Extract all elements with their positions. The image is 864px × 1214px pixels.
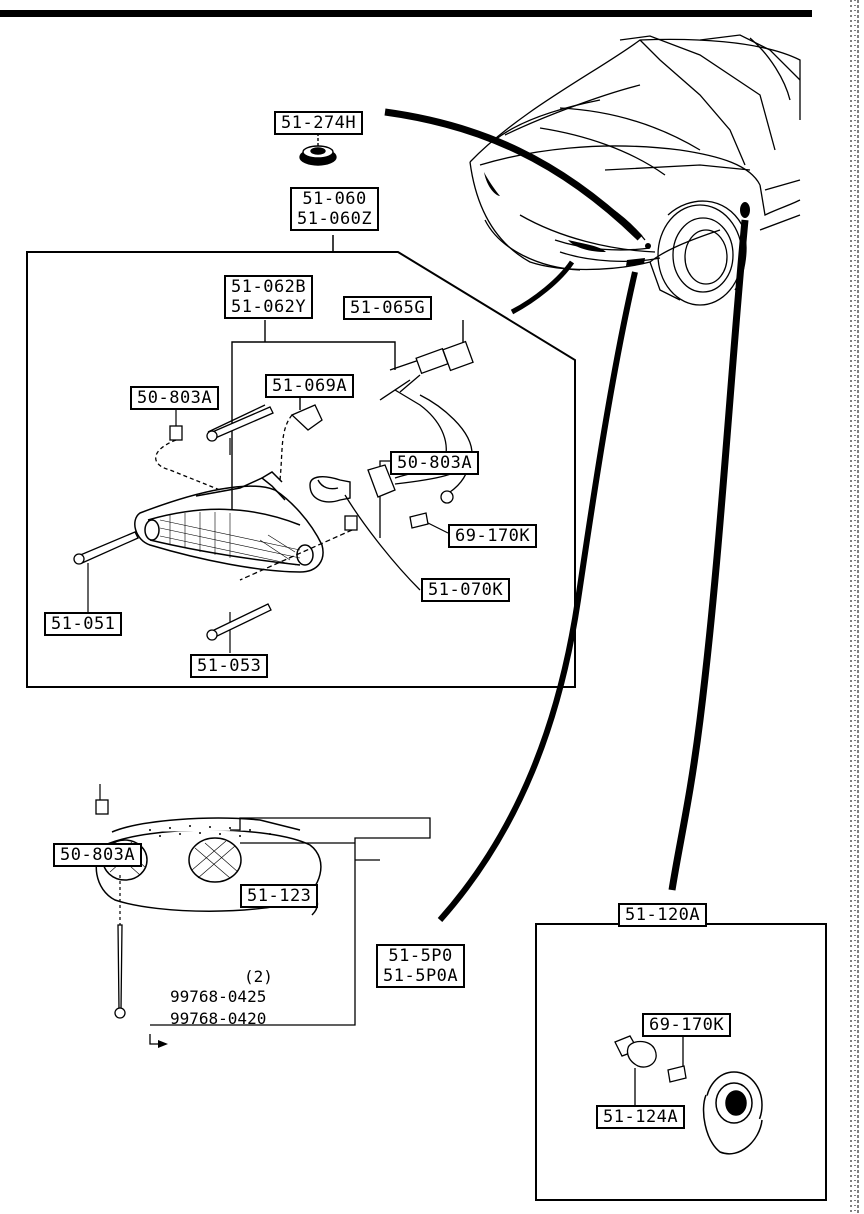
part-label-69-170K-top: 69-170K (448, 524, 538, 548)
marker-assembly-outline (535, 923, 827, 1201)
part-label-50-803A-low: 50-803A (53, 843, 143, 867)
grommet-part (299, 133, 337, 166)
part-label-99768-0420: 99768-0420 (170, 1009, 267, 1028)
marker-small-bulb (667, 1065, 687, 1083)
car-turn-lamp (568, 240, 606, 252)
leader-51-123 (150, 817, 431, 1026)
lamp-socket-part (279, 404, 323, 481)
side-screw (114, 924, 126, 1019)
arrow-99768-0420 (158, 1040, 168, 1048)
marker-socket-part (614, 1035, 657, 1068)
side-clip (95, 799, 109, 815)
part-label-51-124A: 51-124A (596, 1105, 686, 1129)
part-label-51-123: 51-123 (240, 884, 319, 908)
part-label-51-070K: 51-070K (421, 578, 511, 602)
upper-assembly-outline (26, 251, 576, 688)
leader-strokes (384, 108, 749, 922)
bulb-part (309, 476, 351, 503)
leader-51-070K (344, 494, 421, 591)
part-label-69-170K-box: 69-170K (642, 1013, 732, 1037)
part-label-51-120A: 51-120A (618, 903, 708, 927)
harness-part (367, 340, 474, 504)
marker-lamp-body (702, 1071, 763, 1155)
leader-50-803A-mid (379, 460, 390, 538)
part-label-51-5P0: 51-5P0 51-5P0A (376, 944, 466, 988)
part-number-51-5P0: 51-5P0 (388, 946, 453, 966)
car-marker-dot (645, 243, 651, 249)
side-marker-dots (149, 825, 271, 837)
part-label-99768-0425: 99768-0425 (170, 987, 267, 1006)
torn-edge (850, 0, 859, 1214)
part-label-51-051: 51-051 (44, 612, 123, 636)
part-label-51-069A: 51-069A (265, 374, 355, 398)
part-label-51-274H: 51-274H (274, 111, 364, 135)
part-label-51-053: 51-053 (190, 654, 269, 678)
part-label-50-803A-top: 50-803A (130, 386, 220, 410)
car-headlamp-left (484, 172, 500, 196)
part-number-51-060Z: 51-060Z (297, 209, 373, 229)
lamp-lens-pattern (159, 512, 301, 566)
screw-51-053 (206, 404, 274, 442)
car-fender-marker (740, 202, 750, 218)
part-label-50-803A-mid: 50-803A (390, 451, 480, 475)
part-number-51-062Y: 51-062Y (231, 297, 307, 317)
car-side-marker (626, 258, 645, 266)
top-rule (0, 10, 812, 17)
part-label-51-060: 51-060 51-060Z (290, 187, 380, 231)
leader-69-170K-top (427, 522, 449, 534)
part-label-51-062: 51-062B 51-062Y (224, 275, 314, 319)
part-number-51-5P0A: 51-5P0A (383, 966, 459, 986)
part-number-51-060: 51-060 (302, 189, 367, 209)
clip-lower (239, 515, 358, 581)
clip-upper (155, 425, 221, 491)
quantity-note: (2) (244, 967, 273, 986)
screw-51-053-body (206, 603, 272, 641)
part-number-51-062B: 51-062B (231, 277, 307, 297)
part-label-51-065G: 51-065G (343, 296, 433, 320)
screw-51-051 (73, 531, 139, 565)
small-bulb-top (409, 512, 429, 529)
